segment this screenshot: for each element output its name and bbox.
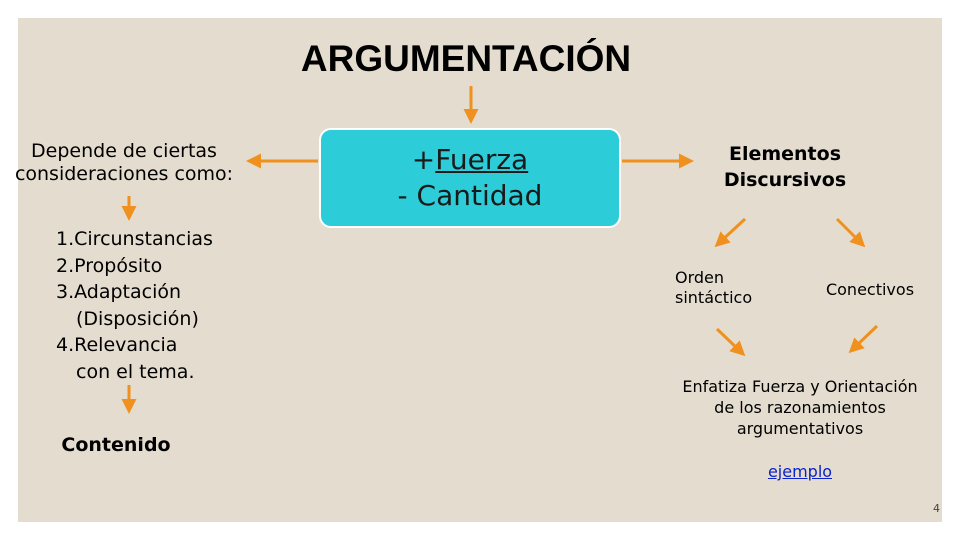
orden-line-2: sintáctico xyxy=(675,288,753,307)
conectivos-label: Conectivos xyxy=(825,280,915,299)
intro-line-2: consideraciones como: xyxy=(14,163,234,185)
contenido-label: Contenido xyxy=(61,434,171,456)
plus-sign: + xyxy=(411,143,436,176)
slide-background xyxy=(18,18,942,522)
arrow-elementos-to-conectivos xyxy=(835,217,866,248)
ejemplo-link[interactable]: ejemplo xyxy=(767,462,833,481)
center-line-2: - Cantidad xyxy=(397,179,543,212)
list-item: 3.Adaptación xyxy=(56,281,182,303)
elementos-discursivos: Elementos Discursivos xyxy=(690,141,880,193)
slide-title: ARGUMENTACIÓN xyxy=(300,38,632,79)
elementos-line-2: Discursivos xyxy=(723,169,847,191)
intro-text: Depende de ciertas consideraciones como: xyxy=(0,140,248,186)
list-item: 1.Circunstancias xyxy=(56,228,213,250)
enfatiza-line-1: Enfatiza Fuerza y Orientación xyxy=(682,377,918,396)
page-number: 4 xyxy=(933,502,940,515)
enfatiza-text: Enfatiza Fuerza y Orientación de los raz… xyxy=(665,376,935,439)
orden-line-1: Orden xyxy=(675,268,725,287)
enfatiza-line-3: argumentativos xyxy=(736,419,864,438)
arrow-orden-to-enfatiza xyxy=(715,327,746,357)
list-item: 2.Propósito xyxy=(56,254,163,277)
intro-line-1: Depende de ciertas xyxy=(31,140,217,162)
center-box: +Fuerza - Cantidad xyxy=(319,128,621,228)
elementos-line-1: Elementos xyxy=(728,143,842,165)
fuerza-word: Fuerza xyxy=(435,143,529,176)
list-item: con el tema. xyxy=(76,360,195,383)
arrow-elementos-to-orden xyxy=(714,217,747,248)
orden-sintactico: Orden sintáctico xyxy=(675,268,785,308)
considerations-list: 1.Circunstancias 2.Propósito 3.Adaptació… xyxy=(56,226,256,385)
center-line-1: +Fuerza xyxy=(412,142,528,178)
list-item: 4.Relevancia xyxy=(56,334,178,356)
list-item: (Disposición) xyxy=(76,307,199,330)
arrow-conectivos-to-enfatiza xyxy=(848,324,879,354)
enfatiza-line-2: de los razonamientos xyxy=(714,398,886,417)
